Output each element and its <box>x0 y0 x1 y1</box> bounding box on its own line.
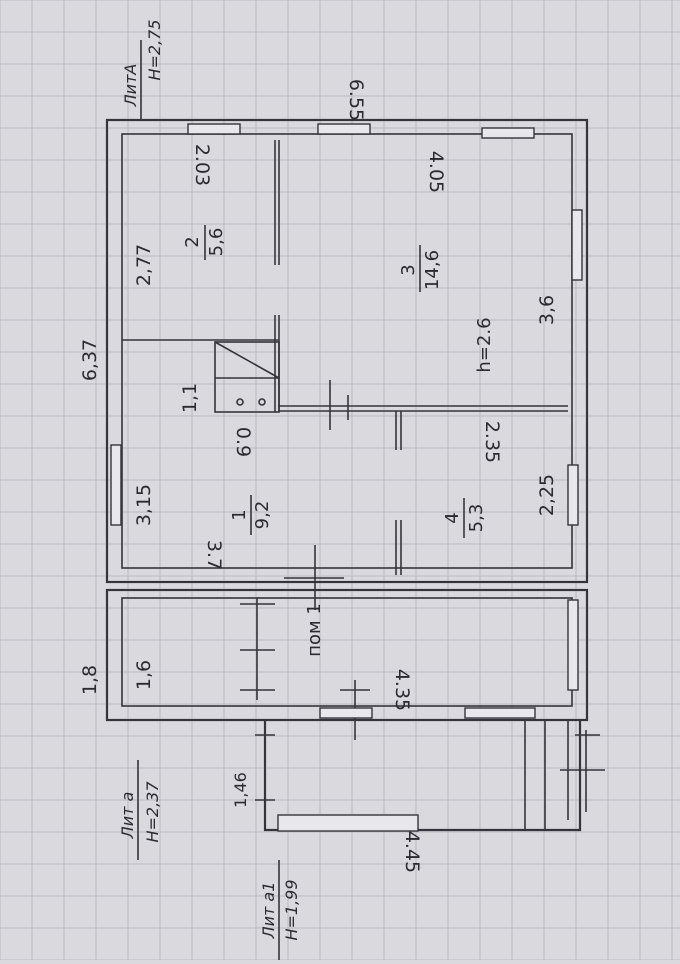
lit-a1-height: H=1,99 <box>282 879 301 940</box>
windows <box>110 123 583 719</box>
dim-room1-len: 3,15 <box>133 484 155 526</box>
stove <box>214 341 280 413</box>
lit-a-main-height: H=2,75 <box>145 19 164 80</box>
room4-area: 5,3 <box>466 504 487 533</box>
window-right-2 <box>567 464 579 526</box>
annex-outer-wall <box>105 588 589 722</box>
window-right-1 <box>571 209 583 281</box>
porch-structure <box>255 720 605 832</box>
dim-porch-side: 1,46 <box>231 772 250 808</box>
interior-partitions <box>122 140 568 740</box>
room-height: h=2.6 <box>474 317 495 372</box>
dim-pom1-width: 4.35 <box>391 669 413 711</box>
porch-outline <box>263 720 582 832</box>
pom1-label: пом 1 <box>304 603 325 657</box>
room-labels: 2 5,6 3 14,6 h=2.6 1 9,2 4 5,3 пом 1 <box>182 225 495 657</box>
window-top-2 <box>317 123 371 135</box>
room4-number: 4 <box>442 512 463 523</box>
dimension-labels: 6.55 6,37 1,8 2.03 2,77 4.05 3,6 1,1 0.9… <box>79 79 558 873</box>
room3-area: 14,6 <box>422 250 443 290</box>
stove-burner-1 <box>236 398 244 406</box>
dim-room3-width: 4.05 <box>425 151 447 193</box>
window-top-3 <box>481 127 535 139</box>
dim-pom1-len: 1,6 <box>133 660 155 690</box>
dim-room4-len: 2,25 <box>536 474 558 516</box>
dim-porch-width: 4.45 <box>401 831 423 873</box>
room2-number: 2 <box>182 236 203 247</box>
window-right-annex <box>567 599 579 691</box>
room1-number: 1 <box>229 509 250 520</box>
lit-a-label: Лит а <box>118 792 137 840</box>
dim-room4-width: 2.35 <box>481 421 503 463</box>
room3-number: 3 <box>398 264 419 275</box>
title-labels: ЛитА H=2,75 Лит а H=2,37 Лит а1 H=1,99 <box>118 19 301 960</box>
window-bottom-1 <box>319 707 373 719</box>
window-top-1 <box>187 123 241 135</box>
dim-room2-len: 2,77 <box>133 244 155 286</box>
porch-step <box>277 814 419 832</box>
dim-room2-width: 2.03 <box>191 144 213 186</box>
dim-left-annex: 1,8 <box>79 665 101 695</box>
main-inner-wall <box>121 133 573 569</box>
dim-overall-top: 6.55 <box>345 79 367 121</box>
stove-burner-2 <box>258 398 266 406</box>
dim-room1-width: 3.7 <box>203 540 225 570</box>
lit-a-height: H=2,37 <box>143 781 162 843</box>
dim-stair-len: 1,1 <box>179 383 201 413</box>
window-left <box>110 444 122 526</box>
room2-area: 5,6 <box>206 228 227 257</box>
main-house-walls <box>105 118 589 722</box>
window-bottom-2 <box>464 707 536 719</box>
stove-diagonal <box>214 341 280 379</box>
room1-area: 9,2 <box>252 501 273 530</box>
dim-small-09: 0.9 <box>232 427 254 457</box>
lit-a-main-label: ЛитА <box>121 64 140 108</box>
main-outer-wall <box>105 118 589 584</box>
lit-a1-label: Лит а1 <box>259 882 278 940</box>
dim-room3-len: 3,6 <box>536 295 558 325</box>
dim-overall-left: 6,37 <box>79 339 101 381</box>
